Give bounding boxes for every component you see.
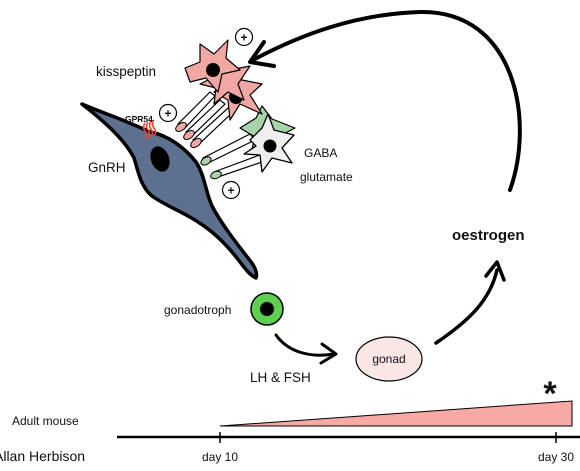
day10-label: day 10	[202, 450, 238, 464]
glutamate-nucleus	[263, 139, 277, 153]
gpr54-label: GPR54	[125, 114, 153, 124]
lh-fsh-arrowhead	[319, 342, 338, 365]
gaba-label: GABA	[304, 146, 337, 160]
kisspeptin-label: kisspeptin	[96, 64, 156, 79]
gpr54-receptor	[142, 119, 157, 140]
kisspeptin-nucleus	[206, 63, 220, 77]
gonad-oestrogen-arrow	[434, 268, 499, 345]
svg-text:+: +	[240, 31, 247, 45]
gnrh-neuron	[80, 102, 259, 280]
day30-label: day 30	[538, 450, 574, 464]
kisspeptin-terminal	[175, 122, 187, 132]
feedback-arrowhead	[248, 40, 276, 68]
kisspeptin-terminal	[190, 138, 202, 148]
oestrogen-label: oestrogen	[452, 227, 525, 244]
svg-text:+: +	[227, 184, 234, 198]
gaba-terminal	[200, 156, 212, 166]
svg-text:+: +	[164, 107, 171, 121]
glutamate-terminal	[210, 170, 222, 180]
plus-sign: +	[234, 27, 254, 47]
glutamate-label: glutamate	[300, 170, 353, 184]
gonadotroph-label: gonadotroph	[164, 303, 231, 317]
gonad-oestrogen-arrowhead	[484, 260, 506, 282]
gonad	[355, 336, 423, 382]
gonadotroph-nucleus	[260, 302, 274, 316]
kisspeptin-terminal	[183, 130, 195, 140]
gnrh-label: GnRH	[88, 160, 126, 175]
lh-fsh-arrow	[274, 333, 336, 357]
gnrh-nucleus	[150, 146, 170, 172]
adult-mouse-label: Adult mouse	[12, 414, 79, 428]
asterisk-marker: *	[543, 375, 557, 413]
feedback-arrow	[251, 9, 522, 192]
maturation-wedge	[219, 400, 573, 427]
plus-sign: +	[221, 180, 241, 200]
gonad-label: gonad	[372, 352, 405, 366]
author-label: Allan Herbison	[0, 448, 85, 464]
plus-sign: +	[158, 103, 178, 123]
lh-fsh-label: LH & FSH	[250, 370, 311, 385]
